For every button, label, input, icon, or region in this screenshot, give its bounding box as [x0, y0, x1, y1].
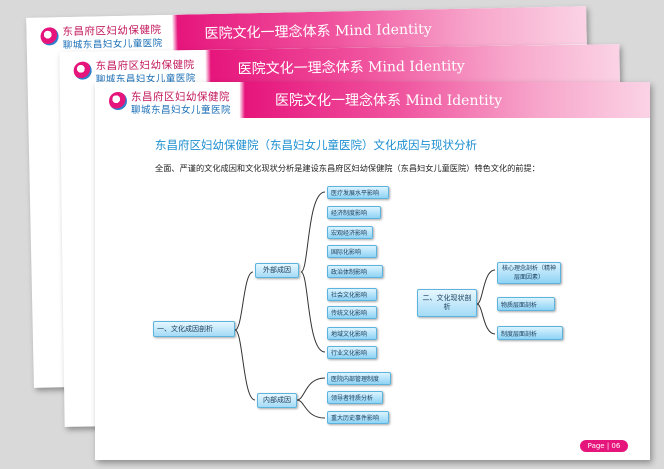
header-title: 医院文化一理念体系 Mind Identity: [204, 21, 432, 43]
page-number-badge: Page | 06: [580, 440, 628, 452]
logo-line2: 聊城东昌妇女儿童医院: [62, 38, 163, 52]
logo-emblem-icon: [109, 92, 127, 110]
hospital-logo: 东昌府区妇幼保健院 聊城东昌妇女儿童医院: [73, 54, 223, 86]
node-external-causes: 外部成因: [255, 263, 299, 278]
hospital-logo: 东昌府区妇幼保健院 聊城东昌妇女儿童医院: [40, 18, 191, 51]
slide-title: 东昌府区妇幼保健院（东昌妇女儿童医院）文化成因与现状分析: [155, 138, 477, 152]
logo-line2: 聊城东昌妇女儿童医院: [131, 105, 232, 116]
connector-status-bottom: [476, 303, 496, 335]
node-status-item: 核心理念剖析（精神层面因素）: [497, 262, 561, 284]
node-status-analysis: 二、文化现状剖析: [417, 289, 477, 317]
header-title: 医院文化一理念体系 Mind Identity: [237, 58, 465, 78]
node-internal-item: 重大历史事件影响: [327, 411, 389, 424]
header-title: 医院文化一理念体系 Mind Identity: [275, 93, 503, 109]
connector-internal-top: [296, 377, 326, 401]
hospital-logo: 东昌府区妇幼保健院 聊城东昌妇女儿童医院: [109, 86, 259, 116]
connector-root-external: [234, 271, 254, 331]
connector-root-internal: [234, 329, 256, 401]
slide-subtitle: 全面、严谨的文化成因和文化现状分析是建设东昌府区妇幼保健院（东昌妇女儿童医院）特…: [155, 163, 540, 173]
header-bar: 东昌府区妇幼保健院 聊城东昌妇女儿童医院 医院文化一理念体系 Mind Iden…: [95, 82, 650, 118]
node-external-item: 传统文化影响: [327, 306, 377, 319]
node-status-item: 制度层面剖析: [497, 326, 563, 340]
node-external-item: 地域文化影响: [327, 327, 377, 340]
node-external-item: 政治体制影响: [327, 265, 383, 278]
node-external-item: 行业文化影响: [327, 346, 377, 359]
logo-emblem-icon: [73, 61, 92, 80]
connector-external-top: [300, 191, 326, 273]
page-number: 06: [611, 442, 621, 450]
node-internal-causes: 内部成因: [257, 393, 297, 408]
connector-lines: [234, 191, 496, 419]
logo-line1: 东昌府区妇幼保健院: [131, 91, 230, 103]
node-internal-item: 医院内部管理制度: [327, 372, 391, 385]
node-external-item: 宏观经济影响: [327, 226, 373, 239]
node-internal-item: 领导者特质分析: [327, 391, 383, 404]
slide-front: 东昌府区妇幼保健院 聊城东昌妇女儿童医院 医院文化一理念体系 Mind Iden…: [95, 82, 650, 460]
node-external-item: 国际化影响: [327, 245, 377, 258]
node-external-item: 经济制度影响: [327, 206, 381, 219]
node-cause-analysis: 一、文化成因剖析: [153, 321, 235, 337]
page-label: Page: [587, 442, 605, 450]
connector-status-top: [476, 269, 496, 305]
node-status-item: 物质层面剖析: [497, 297, 555, 311]
connector-external-bottom: [300, 271, 326, 353]
node-external-item: 医疗发展水平影响: [327, 186, 389, 199]
node-external-item: 社会文化影响: [327, 288, 377, 301]
connector-internal-bottom: [296, 399, 326, 419]
logo-emblem-icon: [40, 27, 59, 46]
